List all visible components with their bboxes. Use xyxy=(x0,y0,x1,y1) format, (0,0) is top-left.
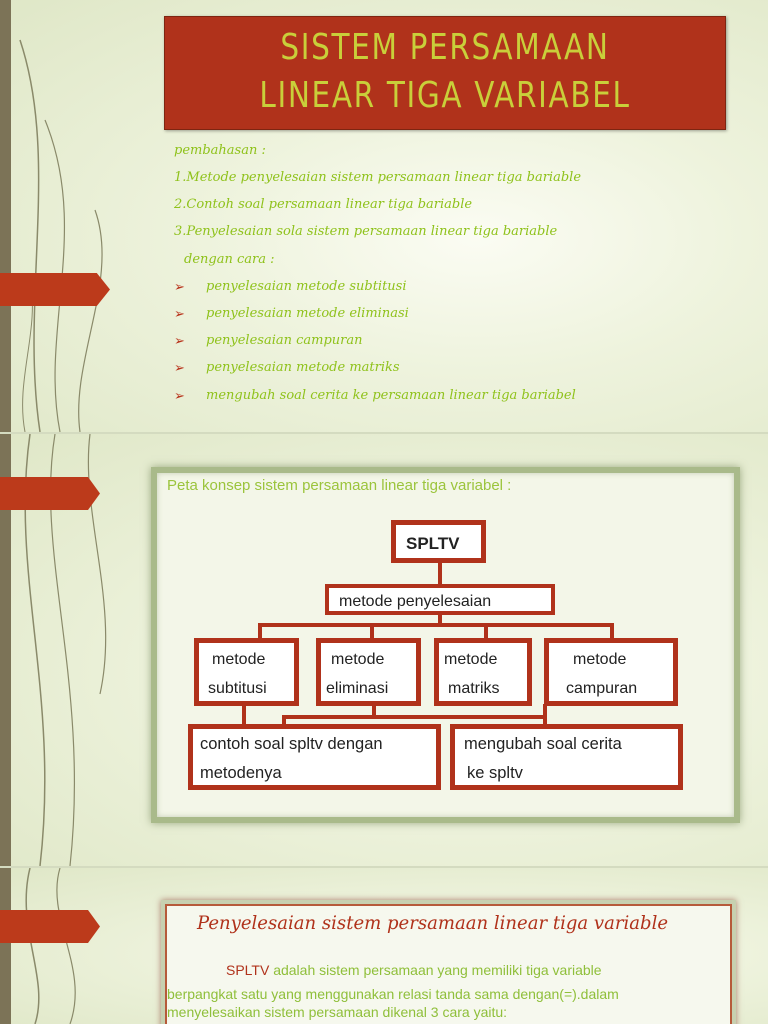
slide-separator xyxy=(0,866,768,868)
example-node-line1: contoh soal spltv dengan xyxy=(200,735,383,753)
method-bullet: mengubah soal cerita ke persamaan linear… xyxy=(206,388,576,403)
connector-line xyxy=(258,623,614,627)
word-problem-node: mengubah soal cerita ke spltv xyxy=(450,724,683,790)
word-problem-line2: ke spltv xyxy=(467,764,523,782)
word-problem-line1: mengubah soal cerita xyxy=(464,735,622,753)
left-accent-bar xyxy=(0,434,11,866)
method-node-eliminasi: metode eliminasi xyxy=(316,638,421,706)
method-node-line1: metode xyxy=(331,651,385,668)
connector-line xyxy=(370,623,374,641)
connector-line xyxy=(610,623,614,641)
topic-item: 3.Penyelesaian sola sistem persamaan lin… xyxy=(174,224,558,239)
spltv-term: SPLTV xyxy=(226,962,270,978)
arrow-bullet-icon: ➢ xyxy=(174,279,185,294)
method-node-line1: metode xyxy=(573,651,627,668)
connector-line xyxy=(282,715,547,719)
example-node: contoh soal spltv dengan metodenya xyxy=(188,724,441,790)
arrow-bullet-icon: ➢ xyxy=(174,360,185,375)
concept-map-title: Peta konsep sistem persamaan linear tiga… xyxy=(167,477,512,494)
method-node-line1: metode xyxy=(444,651,498,668)
connector-line xyxy=(258,623,262,641)
content-frame xyxy=(161,900,736,1024)
connector-line xyxy=(543,704,547,726)
intro-label: pembahasan : xyxy=(174,143,266,158)
ways-label: dengan cara : xyxy=(184,252,275,267)
title-banner: SISTEM PERSAMAAN LINEAR TIGA VARIABEL xyxy=(164,16,726,130)
arrow-bullet-icon: ➢ xyxy=(174,388,185,403)
definition-text: adalah sistem persamaan yang memiliki ti… xyxy=(273,962,602,978)
connector-line xyxy=(372,704,376,717)
definition-line-3: menyelesaikan sistem persamaan dikenal 3… xyxy=(167,1004,508,1020)
example-node-line2: metodenya xyxy=(200,764,282,782)
topic-item: 1.Metode penyelesaian sistem persamaan l… xyxy=(174,170,582,185)
method-node-line2: eliminasi xyxy=(326,680,389,697)
slide-1: SISTEM PERSAMAAN LINEAR TIGA VARIABEL pe… xyxy=(0,0,768,432)
method-node-subtitusi: metode subtitusi xyxy=(194,638,299,706)
root-node-label: SPLTV xyxy=(406,534,460,553)
slide-3: Penyelesaian sistem persamaan linear tig… xyxy=(0,868,768,1024)
connector-line xyxy=(242,704,246,726)
definition-line-1: SPLTV adalah sistem persamaan yang memil… xyxy=(226,962,602,978)
method-node-line2: matriks xyxy=(448,680,500,697)
arrow-tab xyxy=(0,273,110,306)
title-line-1: SISTEM PERSAMAAN xyxy=(280,27,610,68)
curl-decoration xyxy=(25,868,76,1024)
slide-separator xyxy=(0,432,768,434)
method-bullet: penyelesaian metode matriks xyxy=(206,360,400,375)
method-node-campuran: metode campuran xyxy=(544,638,678,706)
method-node-line1: metode xyxy=(212,651,266,668)
method-node-matriks: metode matriks xyxy=(434,638,532,706)
topic-item: 2.Contoh soal persamaan linear tiga bari… xyxy=(174,197,473,212)
method-node-line2: campuran xyxy=(566,680,638,697)
left-accent-bar xyxy=(0,868,11,1024)
slide-2: Peta konsep sistem persamaan linear tiga… xyxy=(0,434,768,866)
connector-line xyxy=(484,623,488,641)
connector-line xyxy=(438,611,442,624)
curl-decoration xyxy=(19,39,103,432)
method-group-node: metode penyelesaian xyxy=(325,584,555,615)
definition-line-2: berpangkat satu yang menggunakan relasi … xyxy=(167,986,619,1002)
root-node: SPLTV xyxy=(391,520,486,563)
method-bullet: penyelesaian campuran xyxy=(206,333,363,348)
left-accent-bar xyxy=(0,0,11,432)
method-bullet: penyelesaian metode subtitusi xyxy=(206,279,407,294)
method-bullet: penyelesaian metode eliminasi xyxy=(206,306,409,321)
title-line-2: LINEAR TIGA VARIABEL xyxy=(259,75,631,116)
arrow-tab xyxy=(0,910,100,943)
section-title: Penyelesaian sistem persamaan linear tig… xyxy=(197,912,669,934)
connector-line xyxy=(438,559,442,586)
arrow-tab xyxy=(0,477,100,510)
connector-line xyxy=(282,715,286,726)
method-node-line2: subtitusi xyxy=(208,680,267,697)
method-group-label: metode penyelesaian xyxy=(339,593,492,610)
arrow-bullet-icon: ➢ xyxy=(174,333,185,348)
arrow-bullet-icon: ➢ xyxy=(174,306,185,321)
